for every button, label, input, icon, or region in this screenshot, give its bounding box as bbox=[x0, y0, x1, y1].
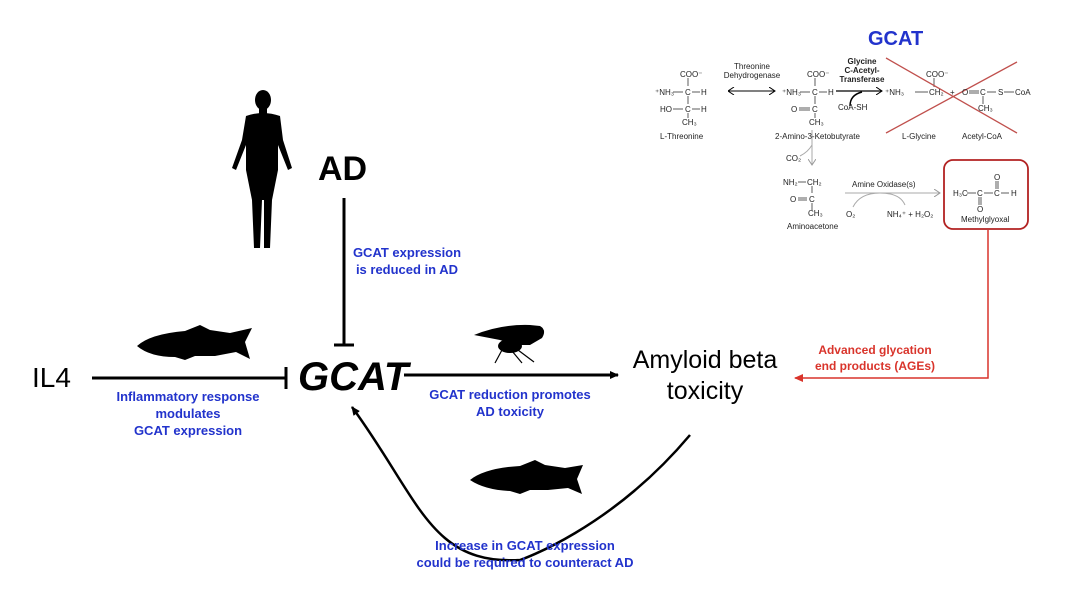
atom: + bbox=[950, 88, 955, 97]
enzyme-gcat: Glycine C-Acetyl- Transferase bbox=[834, 57, 890, 84]
gcat-node: GCAT bbox=[298, 355, 409, 399]
il4-node: IL4 bbox=[32, 362, 71, 393]
co2-release-curve bbox=[799, 144, 813, 157]
zebrafish-top-icon bbox=[137, 325, 252, 360]
atom: C bbox=[977, 189, 983, 198]
atom: CoA bbox=[1015, 88, 1031, 97]
atom: COO⁻ bbox=[807, 70, 830, 79]
coash-curve bbox=[849, 91, 863, 107]
zebrafish-bottom-icon bbox=[470, 460, 583, 494]
cross-out-line-2 bbox=[885, 61, 1018, 134]
atom: CH₃ bbox=[978, 104, 993, 113]
fruit-fly-icon bbox=[474, 324, 545, 364]
atom: C bbox=[809, 195, 815, 204]
label-line: Increase in GCAT expression bbox=[435, 538, 615, 553]
atom: H bbox=[701, 88, 707, 97]
atom: O bbox=[790, 195, 797, 204]
atom: C bbox=[812, 105, 818, 114]
compound-aminoacetone: Aminoacetone bbox=[787, 222, 839, 231]
ages-arrow bbox=[794, 230, 989, 382]
label-line: Advanced glycation bbox=[818, 343, 932, 357]
atom: C bbox=[994, 189, 1000, 198]
atom: COO⁻ bbox=[680, 70, 703, 79]
label-line: GCAT reduction promotes bbox=[429, 387, 591, 402]
label-line: AD toxicity bbox=[476, 404, 544, 419]
il4-gcat-label: Inflammatory response modulates GCAT exp… bbox=[88, 388, 288, 439]
label-line: Inflammatory response bbox=[116, 389, 260, 404]
human-silhouette-icon bbox=[232, 90, 292, 248]
atom: O bbox=[791, 105, 798, 114]
atom: C bbox=[685, 105, 691, 114]
atom: CH₂ bbox=[929, 88, 944, 97]
atom: C bbox=[685, 88, 691, 97]
atom: CH₃ bbox=[809, 118, 824, 127]
atom: H bbox=[828, 88, 834, 97]
label-line: GCAT expression bbox=[352, 245, 462, 260]
atom: ⁺NH₃ bbox=[655, 88, 675, 97]
methylglyoxal-box bbox=[943, 159, 1029, 230]
label-line: Glycine bbox=[847, 57, 877, 66]
enzyme-threonine-dehydrogenase: Threonine Dehydrogenase bbox=[722, 62, 782, 80]
atom: CH₃ bbox=[682, 118, 697, 127]
pathway-title: GCAT bbox=[868, 28, 924, 50]
atom: ⁺NH₃ bbox=[885, 88, 905, 97]
atom: H bbox=[701, 105, 707, 114]
atom: C bbox=[980, 88, 986, 97]
atom: O bbox=[977, 205, 984, 214]
label-line: could be required to counteract AD bbox=[416, 555, 634, 570]
glycine-acetylcoa-bonds bbox=[915, 78, 1014, 104]
compound-l-threonine: L-Threonine bbox=[660, 132, 704, 141]
atom: O bbox=[994, 173, 1001, 182]
atom: HO bbox=[660, 105, 672, 114]
ages-label: Advanced glycation end products (AGEs) bbox=[800, 342, 950, 374]
label-line: is reduced in AD bbox=[355, 262, 459, 277]
label-line: Transferase bbox=[839, 75, 885, 84]
amyloid-gcat-label: Increase in GCAT expression could be req… bbox=[390, 537, 660, 571]
o2-curve bbox=[852, 192, 906, 208]
compound-2-amino-3-ketobutyrate: 2-Amino-3-Ketobutyrate bbox=[775, 132, 860, 141]
atom: CH₂ bbox=[807, 178, 822, 187]
akb-bonds bbox=[799, 78, 827, 118]
compound-acetyl-coa: Acetyl-CoA bbox=[962, 132, 1003, 141]
nh4-h2o2-products: NH₄⁺ + H₂O₂ bbox=[887, 210, 934, 219]
amyloid-beta-toxicity-node: Amyloid beta toxicity bbox=[630, 345, 780, 407]
enzyme-amine-oxidase: Amine Oxidase(s) bbox=[852, 180, 916, 189]
atom: COO⁻ bbox=[926, 70, 949, 79]
label-line: Dehydrogenase bbox=[723, 71, 781, 80]
compound-methylglyoxal: Methylglyoxal bbox=[961, 215, 1010, 224]
atom: ⁺NH₃ bbox=[782, 88, 802, 97]
aminoacetone-bonds bbox=[798, 181, 813, 210]
gcat-amyloid-label: GCAT reduction promotes AD toxicity bbox=[405, 386, 615, 420]
ad-gcat-label: GCAT expression is reduced in AD bbox=[342, 244, 472, 278]
co2-byproduct: CO₂ bbox=[786, 154, 802, 163]
label-line: GCAT expression bbox=[133, 423, 243, 438]
label-line: modulates bbox=[155, 406, 221, 421]
cross-out-line-1 bbox=[885, 57, 1018, 134]
amyloid-line-2: toxicity bbox=[666, 377, 744, 405]
label-line: C-Acetyl- bbox=[844, 66, 880, 75]
label-line: end products (AGEs) bbox=[814, 359, 935, 373]
atom: H bbox=[1011, 189, 1017, 198]
threonine-bonds bbox=[673, 78, 700, 118]
amyloid-line-1: Amyloid beta bbox=[632, 346, 778, 374]
amyloid-gcat-curved-arrow bbox=[350, 406, 691, 562]
methylglyoxal-bonds bbox=[967, 181, 1009, 205]
o2-substrate: O₂ bbox=[846, 210, 856, 219]
atom: CH₃ bbox=[808, 209, 823, 218]
cofactor-coash: CoA-SH bbox=[838, 103, 868, 112]
atom: S bbox=[998, 88, 1004, 97]
ad-node: AD bbox=[318, 150, 368, 188]
label-line: Threonine bbox=[733, 62, 771, 71]
compound-l-glycine: L-Glycine bbox=[902, 132, 936, 141]
atom: H₃C bbox=[953, 189, 968, 198]
atom: O bbox=[962, 88, 969, 97]
atom: C bbox=[812, 88, 818, 97]
atom: NH₂ bbox=[783, 178, 798, 187]
